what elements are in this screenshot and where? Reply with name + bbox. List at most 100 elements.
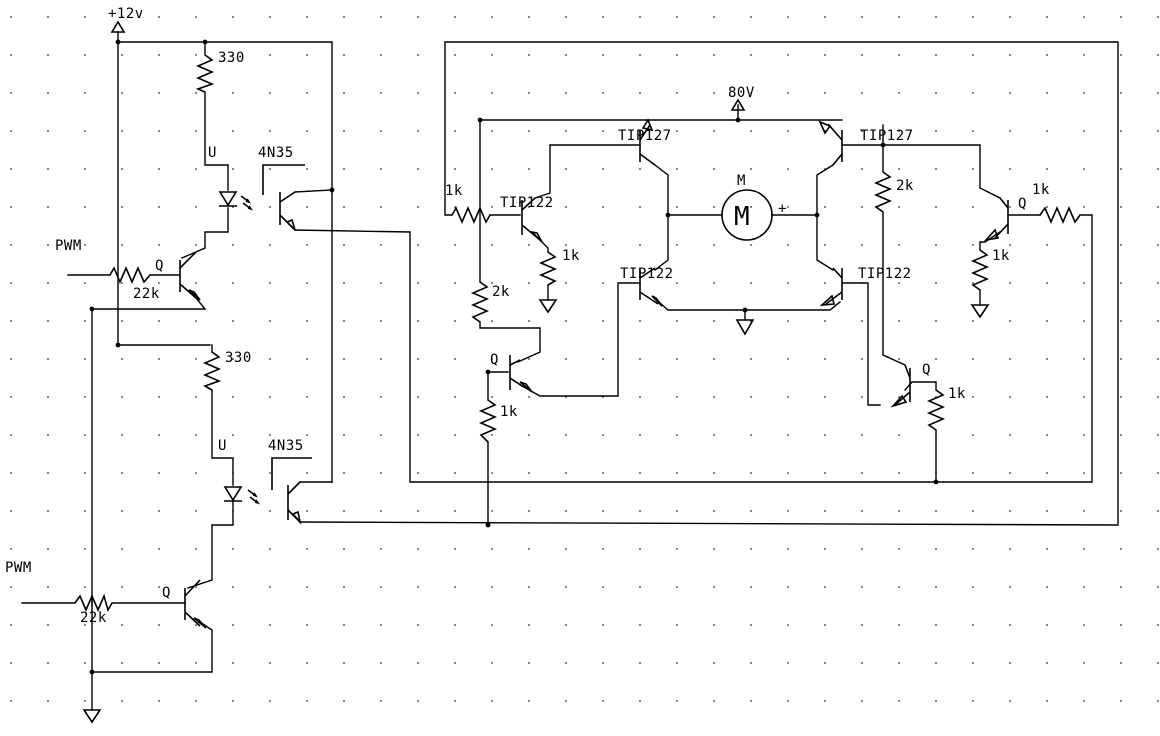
grid-dot [713,168,715,170]
grid-dot [84,16,86,18]
grid-dot [1083,662,1085,664]
grid-dot [343,510,345,512]
grid-dot [565,700,567,702]
grid-dot [972,54,974,56]
grid-dot [602,282,604,284]
grid-dot [1046,548,1048,550]
grid-dot [824,54,826,56]
grid-dot [121,130,123,132]
grid-dot [972,282,974,284]
grid-dot [639,206,641,208]
grid-dot [306,16,308,18]
grid-dot [47,282,49,284]
grid-dot [47,358,49,360]
grid-dot [1120,244,1122,246]
grid-dot [1046,662,1048,664]
resistor-1k-right-emitter [970,249,990,291]
transistor-tip122-bottom-left: TIP122 [620,266,673,307]
grid-dot [158,624,160,626]
grid-dot [861,472,863,474]
grid-dot [47,700,49,702]
grid-dot [639,320,641,322]
grid-dot [861,700,863,702]
ground-symbol [82,299,990,724]
grid-dot [787,700,789,702]
grid-dot [972,434,974,436]
grid-dot [824,244,826,246]
grid-dot [972,16,974,18]
grid-dot [861,168,863,170]
grid-dot [972,624,974,626]
grid-dot [898,130,900,132]
grid-dot [676,510,678,512]
grid-dot [380,206,382,208]
grid-dot [713,662,715,664]
grid-dot [454,358,456,360]
grid-dot [10,472,12,474]
grid-dot [602,168,604,170]
resistor-22k-bottom-label: 22k [80,610,107,626]
grid-dot [713,700,715,702]
grid-dot [1120,282,1122,284]
motor-body [721,189,773,241]
grid-dot [602,624,604,626]
grid-dot [565,434,567,436]
resistor-330-bottom-label: 330 [225,350,252,366]
grid-dot [343,472,345,474]
grid-dot [232,434,234,436]
grid-dot [343,586,345,588]
grid-dot [158,472,160,474]
grid-dot [195,624,197,626]
transistor-tip127-right: TIP127 [818,120,913,166]
grid-dot [1083,510,1085,512]
grid-dot [565,510,567,512]
grid-dot [676,16,678,18]
resistor-2k-right-label: 2k [896,178,914,194]
grid-dot [417,54,419,56]
grid-dot [121,624,123,626]
grid-dot [84,510,86,512]
grid-dot [269,282,271,284]
grid-dot [1009,16,1011,18]
grid-dot [47,510,49,512]
grid-dot [195,510,197,512]
grid-dot [10,92,12,94]
grid-dot [1120,92,1122,94]
grid-dot [306,434,308,436]
grid-dot [935,320,937,322]
grid-dot [1083,586,1085,588]
grid-dot [306,472,308,474]
grid-dot [898,206,900,208]
grid-dot [343,662,345,664]
grid-dot [417,16,419,18]
transistor-tip122-bottom-right: TIP122 [819,266,911,306]
grid-dot [676,54,678,56]
grid-dot [861,358,863,360]
grid-dot [1157,54,1159,56]
grid-dot [898,700,900,702]
grid-dot [528,54,530,56]
grid-dot [195,244,197,246]
grid-dot [269,548,271,550]
grid-dot [343,396,345,398]
grid-dot [1009,586,1011,588]
grid-dot [1120,434,1122,436]
grid-dot [787,16,789,18]
grid-dot [195,130,197,132]
grid-dot [269,586,271,588]
grid-dot [676,92,678,94]
grid-dot [861,662,863,664]
grid-dot [602,206,604,208]
grid-dot [158,206,160,208]
grid-dot [861,206,863,208]
grid-dot [713,282,715,284]
grid-dot [750,130,752,132]
grid-dot [935,586,937,588]
grid-dot [676,358,678,360]
grid-dot [47,130,49,132]
grid-dot [232,282,234,284]
grid-dot [602,16,604,18]
grid-dot [10,586,12,588]
grid-dot [10,700,12,702]
grid-dot [269,472,271,474]
